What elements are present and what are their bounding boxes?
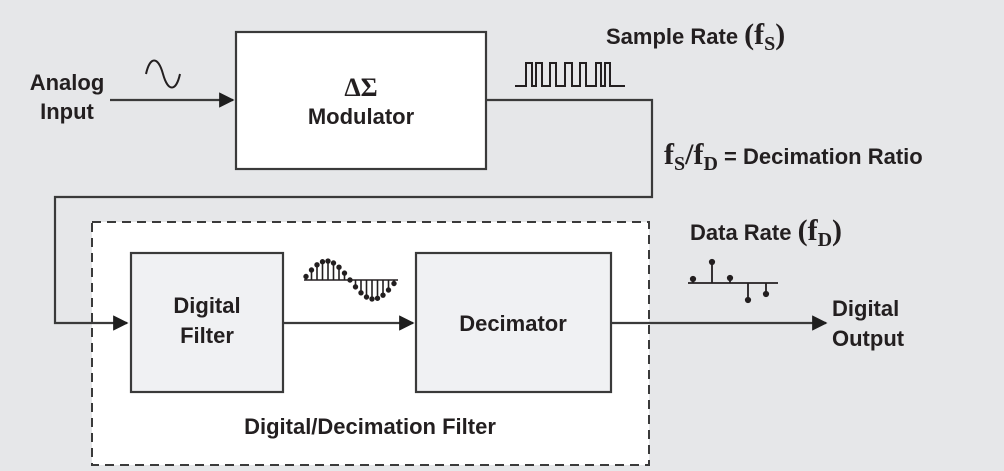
sample-dot — [303, 273, 309, 280]
sampled-sine-icon — [303, 258, 398, 302]
digital-filter-label-line2: Filter — [180, 323, 234, 348]
sample-dot — [325, 258, 331, 264]
sample-dot — [391, 280, 397, 287]
sample-dot — [330, 260, 337, 266]
sample-dot — [380, 292, 386, 298]
sample-dot — [358, 290, 364, 296]
sample-dot — [385, 287, 392, 293]
group-label: Digital/Decimation Filter — [244, 414, 496, 439]
decimator-block — [414, 251, 613, 394]
analog-input-label-line1: Analog — [30, 70, 105, 95]
decimation-ratio-label: fS/fD = Decimation Ratio — [664, 138, 923, 175]
sample-rate-label: Sample Rate (fS) — [606, 18, 785, 55]
modulator-label: Modulator — [308, 104, 415, 129]
pulse-train-icon — [515, 62, 625, 87]
modulator-block — [234, 30, 488, 171]
sample-dot — [341, 270, 348, 276]
sample-dot — [363, 294, 370, 300]
sample-dot — [319, 259, 326, 265]
sample-dot — [369, 296, 375, 302]
digital-output-label-line2: Output — [832, 326, 905, 351]
data-rate-label: Data Rate (fD) — [690, 214, 842, 251]
analog-input-label-line2: Input — [40, 99, 94, 124]
sample-dot — [347, 277, 353, 283]
digital-filter-label-line1: Digital — [173, 293, 240, 318]
sample-dot — [336, 264, 342, 270]
sample-dot — [374, 295, 381, 301]
sample-dot — [352, 284, 359, 290]
decimated-samples-icon — [688, 258, 778, 304]
delta-sigma-symbol: ΔΣ — [344, 73, 377, 102]
bitstream-path — [53, 98, 654, 331]
digital-output-label-line1: Digital — [832, 296, 899, 321]
decimator-label: Decimator — [459, 311, 567, 336]
sample-dot — [308, 267, 315, 273]
sine-wave-icon — [145, 59, 181, 89]
sample-dot — [314, 262, 320, 268]
